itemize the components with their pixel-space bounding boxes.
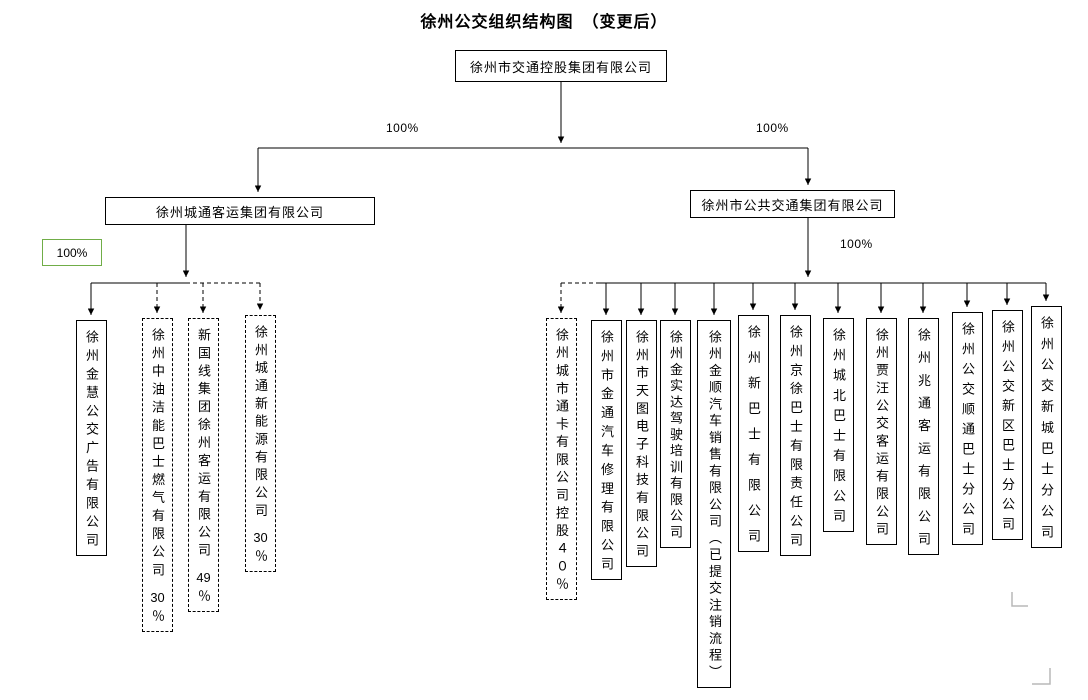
org-node: 徐州公交顺通巴士分公司	[952, 312, 983, 545]
org-node-pct: 30％	[253, 531, 268, 562]
org-node-label: 徐州金顺汽车销售有限公司（已提交注销流程）	[707, 330, 722, 678]
edge-label-right-100: 100%	[756, 121, 789, 135]
node-group-right: 徐州市公共交通集团有限公司	[690, 190, 895, 218]
org-node: 徐州城北巴士有限公司	[823, 318, 854, 532]
org-node: 徐州市金通汽车修理有限公司	[591, 320, 622, 580]
org-node: 徐州中油洁能巴士燃气有限公司 30％	[142, 318, 173, 632]
org-node: 徐州金顺汽车销售有限公司（已提交注销流程）	[697, 320, 731, 688]
org-node: 徐州贾汪公交客运有限公司	[866, 318, 897, 545]
org-node: 徐州公交新区巴士分公司	[992, 310, 1023, 540]
canvas-corner-marks	[1011, 592, 1051, 685]
node-root: 徐州市交通控股集团有限公司	[455, 50, 667, 82]
org-node-pct: 30％	[150, 590, 165, 622]
edge-label-left-sub-100-text: 100%	[56, 245, 88, 260]
org-node: 徐州金慧公交广告有限公司	[76, 320, 107, 556]
org-node-label: 徐州金慧公交广告有限公司	[84, 330, 99, 546]
node-group-left: 徐州城通客运集团有限公司	[105, 197, 375, 225]
node-root-label: 徐州市交通控股集团有限公司	[469, 59, 652, 75]
org-node: 徐州城通新能源有限公司 30％	[245, 315, 276, 572]
org-node-label: 徐州京徐巴士有限责任公司	[788, 325, 803, 546]
org-node-label: 新国线集团徐州客运有限公司	[196, 328, 211, 562]
org-node-label: 徐州金实达驾驶培训有限公司	[668, 330, 683, 538]
node-group-left-label: 徐州城通客运集团有限公司	[155, 204, 324, 220]
chart-title: 徐州公交组织结构图 （变更后）	[420, 14, 668, 31]
edge-label-right-sub-100: 100%	[840, 237, 873, 251]
org-node-label: 徐州贾汪公交客运有限公司	[874, 328, 889, 535]
org-node-label: 徐州公交新区巴士分公司	[1000, 320, 1015, 530]
org-node: 徐州兆通客运有限公司	[908, 318, 939, 555]
org-node-label: 徐州新巴士有限公司	[746, 325, 761, 542]
org-node: 徐州金实达驾驶培训有限公司	[660, 320, 691, 548]
org-node: 徐州市天图电子科技有限公司	[626, 320, 657, 567]
org-node-label: 徐州公交新城巴士分公司	[1039, 316, 1054, 538]
org-node: 徐州京徐巴士有限责任公司	[780, 315, 811, 556]
org-node-label: 徐州城通新能源有限公司	[253, 325, 268, 522]
node-group-right-label: 徐州市公共交通集团有限公司	[701, 197, 884, 213]
org-node-label: 徐州公交顺通巴士分公司	[960, 322, 975, 535]
org-node-pct: 49％	[196, 571, 211, 602]
org-node-label: 徐州中油洁能巴士燃气有限公司	[150, 328, 165, 581]
edge-label-left-100: 100%	[386, 121, 419, 135]
org-node-label: 徐州市金通汽车修理有限公司	[599, 330, 614, 570]
org-node-label: 徐州市天图电子科技有限公司	[634, 330, 649, 557]
org-node-label: 徐州城市通卡有限公司控股４０％	[554, 328, 569, 590]
org-node: 徐州公交新城巴士分公司	[1031, 306, 1062, 548]
org-node: 新国线集团徐州客运有限公司 49％	[188, 318, 219, 612]
org-node-label: 徐州兆通客运有限公司	[916, 328, 931, 545]
edge-label-left-sub-100: 100%	[42, 239, 102, 266]
org-node-label: 徐州城北巴士有限公司	[831, 328, 846, 522]
org-node: 徐州新巴士有限公司	[738, 315, 769, 552]
org-node: 徐州城市通卡有限公司控股４０％	[546, 318, 577, 600]
